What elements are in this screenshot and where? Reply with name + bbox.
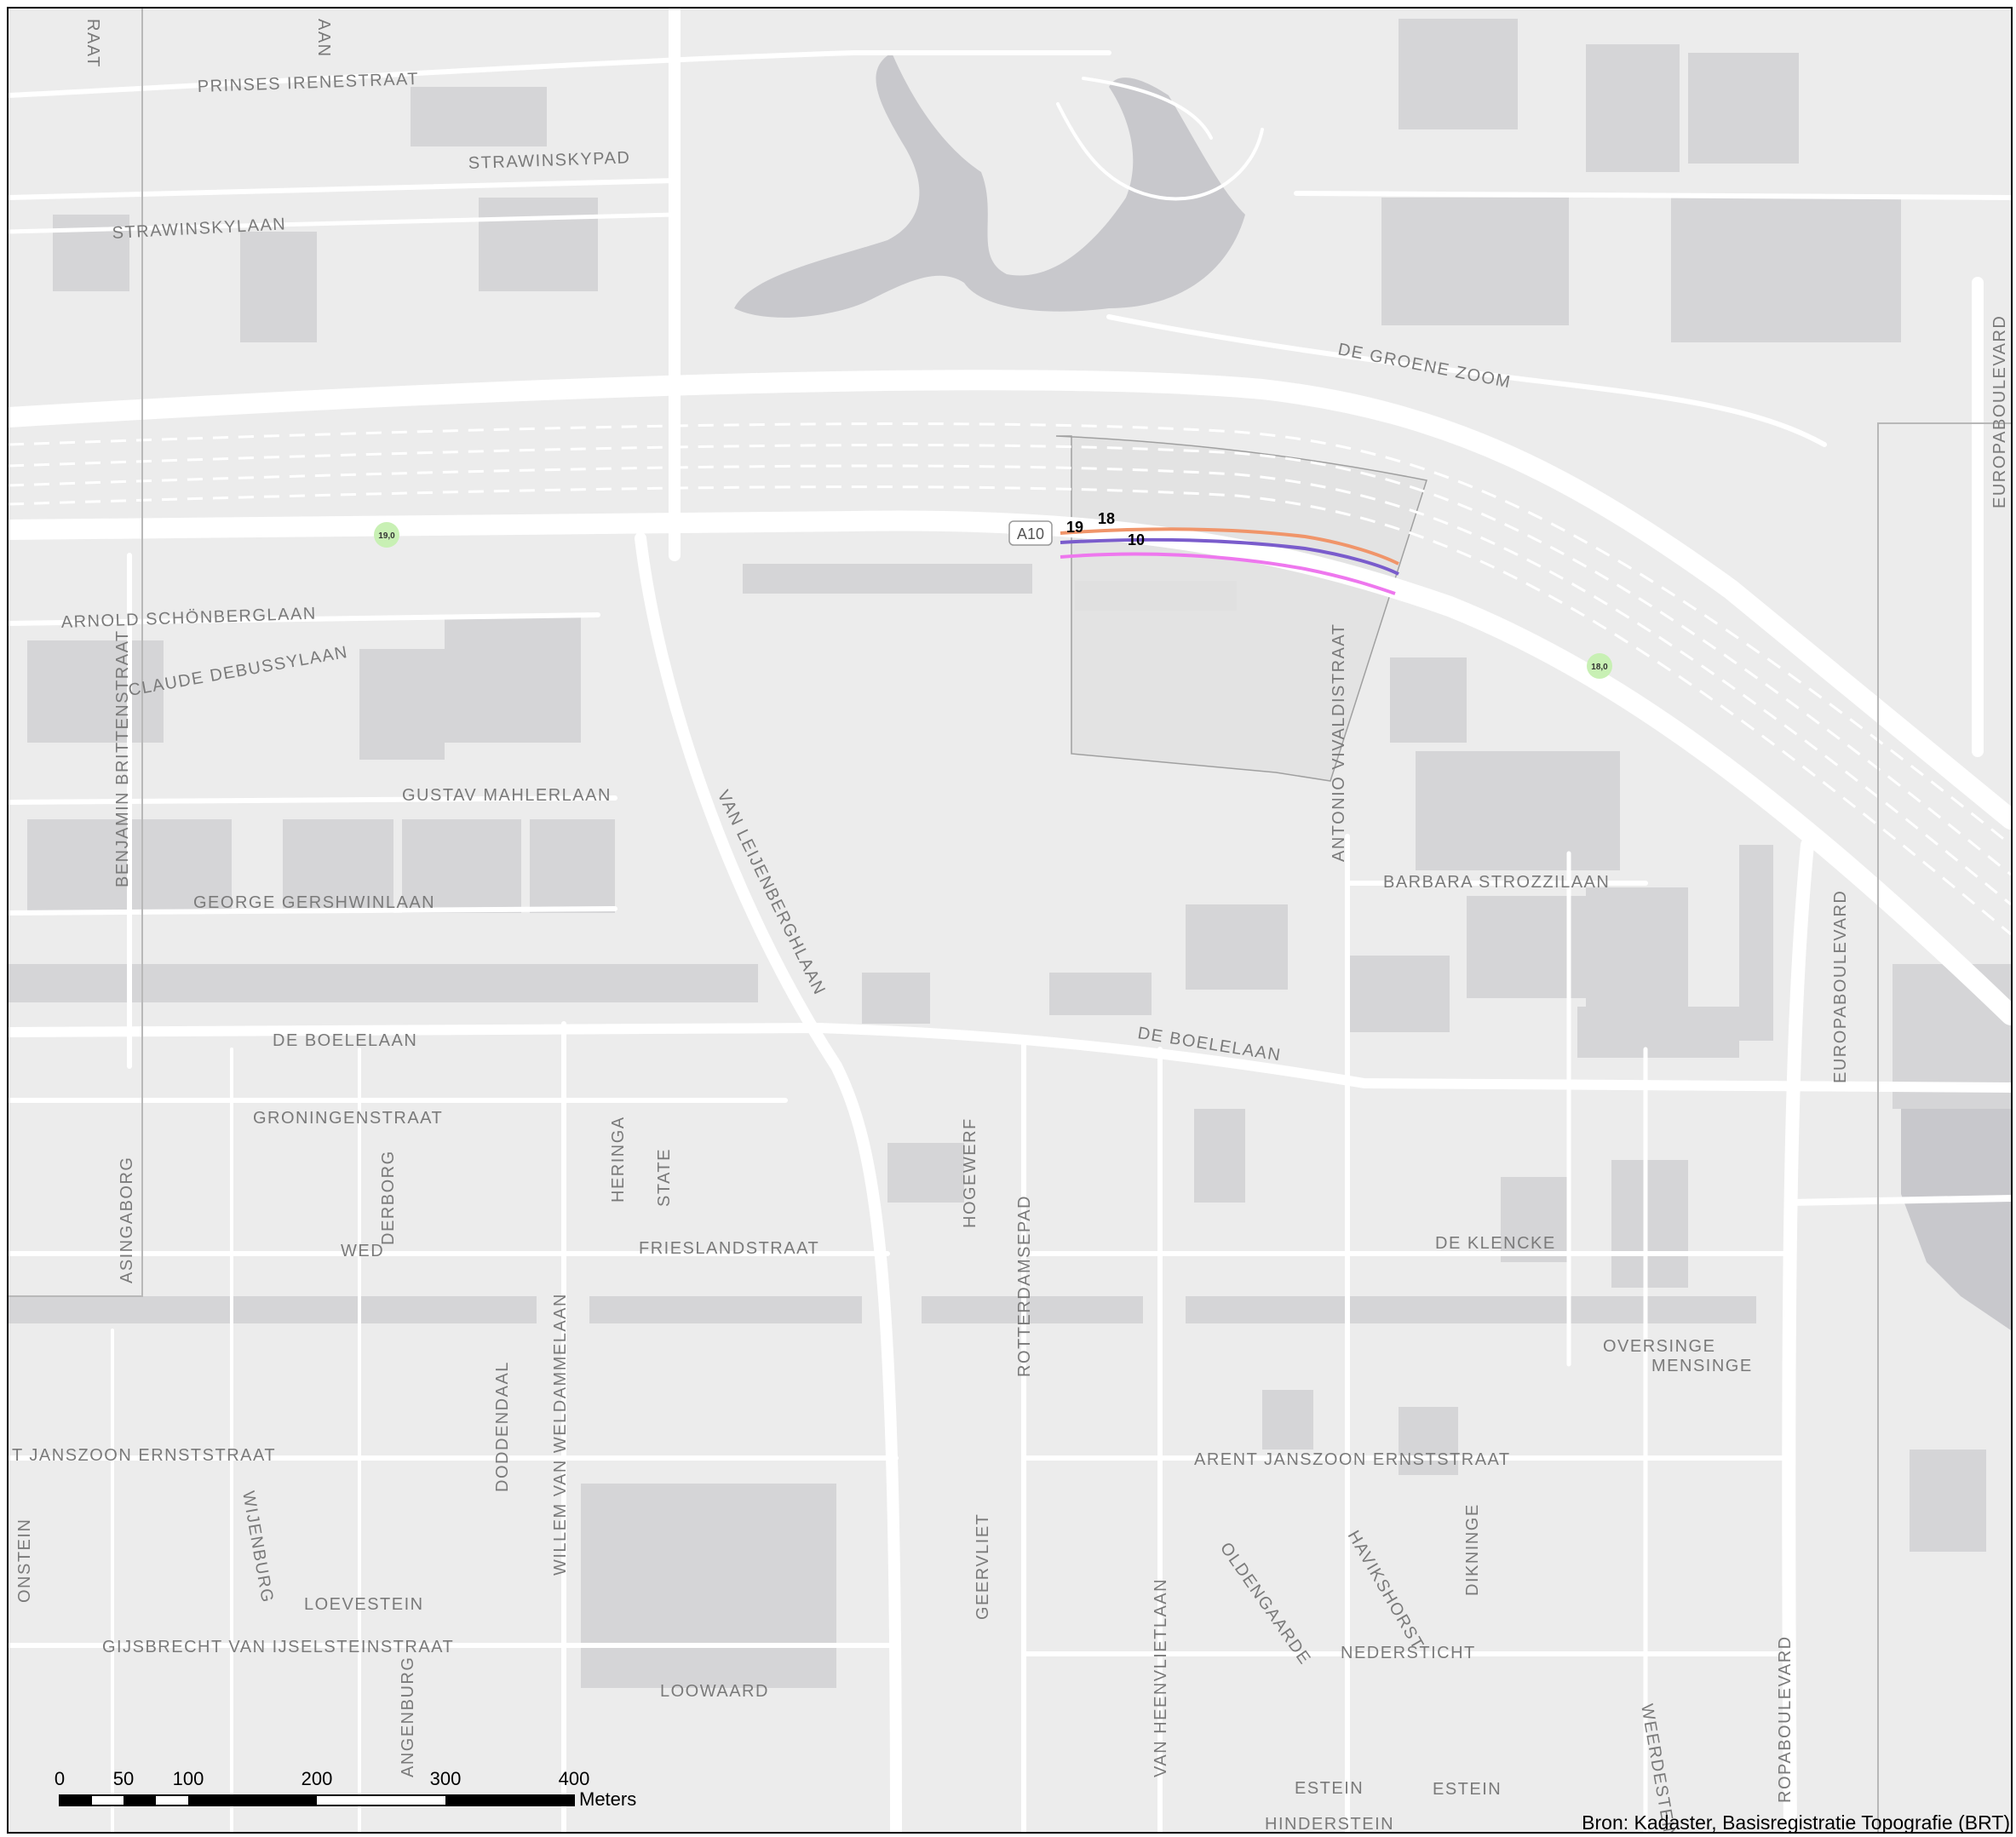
buildings: [9, 19, 2011, 1688]
scale-tick-label: 300: [430, 1768, 462, 1789]
street-label: VAN HEENVLIETLAAN: [1152, 1578, 1170, 1777]
street-label: DE BOELELAAN: [273, 1031, 417, 1050]
street-label: ROTTERDAMSEPAD: [1015, 1195, 1034, 1377]
street-label: EUROPABOULEVARD: [1990, 315, 2009, 508]
scale-tick-label: 50: [113, 1768, 134, 1789]
street-label: WILLEM VAN WELDAMMELAAN: [551, 1293, 570, 1576]
rail-tracks: [9, 422, 2011, 936]
contour-line-purple: [1060, 537, 1399, 576]
scale-tick-label: 0: [55, 1768, 65, 1789]
map-canvas[interactable]: 19 18 10 A10 19,0 18,0 PRINSES IRENESTRA…: [9, 9, 2011, 1832]
street-label: DERBORG: [379, 1150, 398, 1245]
street-label: ARENT JANSZOON ERNSTSTRAAT: [1194, 1450, 1511, 1469]
svg-text:A10: A10: [1017, 525, 1044, 542]
street-label: LOEVESTEIN: [304, 1595, 424, 1614]
street-label: BENJAMIN BRITTENSTRAAT: [113, 629, 132, 887]
street-label: ONSTEIN: [15, 1518, 34, 1603]
map-frame[interactable]: 19 18 10 A10 19,0 18,0 PRINSES IRENESTRA…: [7, 7, 2013, 1834]
scale-tick-label: 100: [173, 1768, 204, 1789]
svg-text:19,0: 19,0: [378, 531, 395, 541]
street-label: ANGENBURG: [399, 1656, 417, 1777]
contour-label-19: 19: [1066, 519, 1083, 536]
street-label: BARBARA STROZZILAAN: [1383, 873, 1610, 892]
scale-unit-label: Meters: [579, 1788, 636, 1810]
scale-bar: 0 50 100 200 300 400 Meters: [55, 1768, 636, 1810]
scale-tick-label: 400: [559, 1768, 590, 1789]
contour-label-10: 10: [1128, 531, 1145, 548]
street-label: ESTEIN: [1433, 1780, 1502, 1799]
street-label: RAAT: [83, 19, 102, 68]
noise-contours: [1060, 527, 1399, 595]
street-label: GIJSBRECHT VAN IJSELSTEINSTRAAT: [102, 1638, 454, 1656]
street-label: AAN: [314, 19, 333, 58]
roads: [9, 9, 2011, 1832]
road-shield-a10: A10: [1008, 520, 1053, 546]
street-label: HERINGA: [609, 1116, 628, 1203]
street-label: MENSINGE: [1651, 1357, 1753, 1375]
street-label: GUSTAV MAHLERLAAN: [402, 786, 612, 805]
source-credit: Bron: Kadaster, Basisregistratie Topogra…: [1582, 1811, 2010, 1832]
street-label: FRIESLANDSTRAAT: [639, 1239, 819, 1258]
street-label: LOOWAARD: [660, 1682, 769, 1701]
street-label: ASINGABORG: [118, 1157, 136, 1283]
boundary-lines: [9, 9, 2011, 1832]
street-label: DIKNINGE: [1463, 1503, 1482, 1596]
street-labels: PRINSES IRENESTRAAT STRAWINSKYPAD STRAWI…: [12, 19, 2009, 1832]
elevation-marker-19: 19,0: [374, 522, 399, 548]
street-label: ROPABOULEVARD: [1776, 1635, 1795, 1803]
street-label: WED: [341, 1242, 384, 1260]
street-label: OVERSINGE: [1603, 1337, 1715, 1356]
street-label: HINDERSTEIN: [1265, 1815, 1394, 1832]
scale-tick-label: 200: [302, 1768, 333, 1789]
contour-line-orange: [1060, 527, 1399, 565]
contour-label-18: 18: [1098, 510, 1115, 527]
street-label: EUROPABOULEVARD: [1831, 890, 1850, 1083]
street-label: ANTONIO VIVALDISTRAAT: [1330, 623, 1348, 862]
street-label: GEERVLIET: [974, 1513, 992, 1620]
street-label: NEDERSTICHT: [1341, 1644, 1476, 1662]
elevation-marker-18: 18,0: [1587, 653, 1612, 679]
street-label: DODDENDAAL: [493, 1361, 512, 1492]
street-label: STATE: [655, 1148, 674, 1207]
svg-text:18,0: 18,0: [1591, 663, 1608, 672]
street-label: GRONINGENSTRAAT: [253, 1109, 443, 1128]
contour-line-pink: [1060, 552, 1396, 595]
street-label: HOGEWERF: [961, 1117, 979, 1228]
street-label: DE KLENCKE: [1435, 1234, 1556, 1253]
street-label: GEORGE GERSHWINLAAN: [193, 893, 435, 912]
street-label: ESTEIN: [1295, 1779, 1364, 1798]
street-label: T JANSZOON ERNSTSTRAAT: [12, 1446, 276, 1465]
